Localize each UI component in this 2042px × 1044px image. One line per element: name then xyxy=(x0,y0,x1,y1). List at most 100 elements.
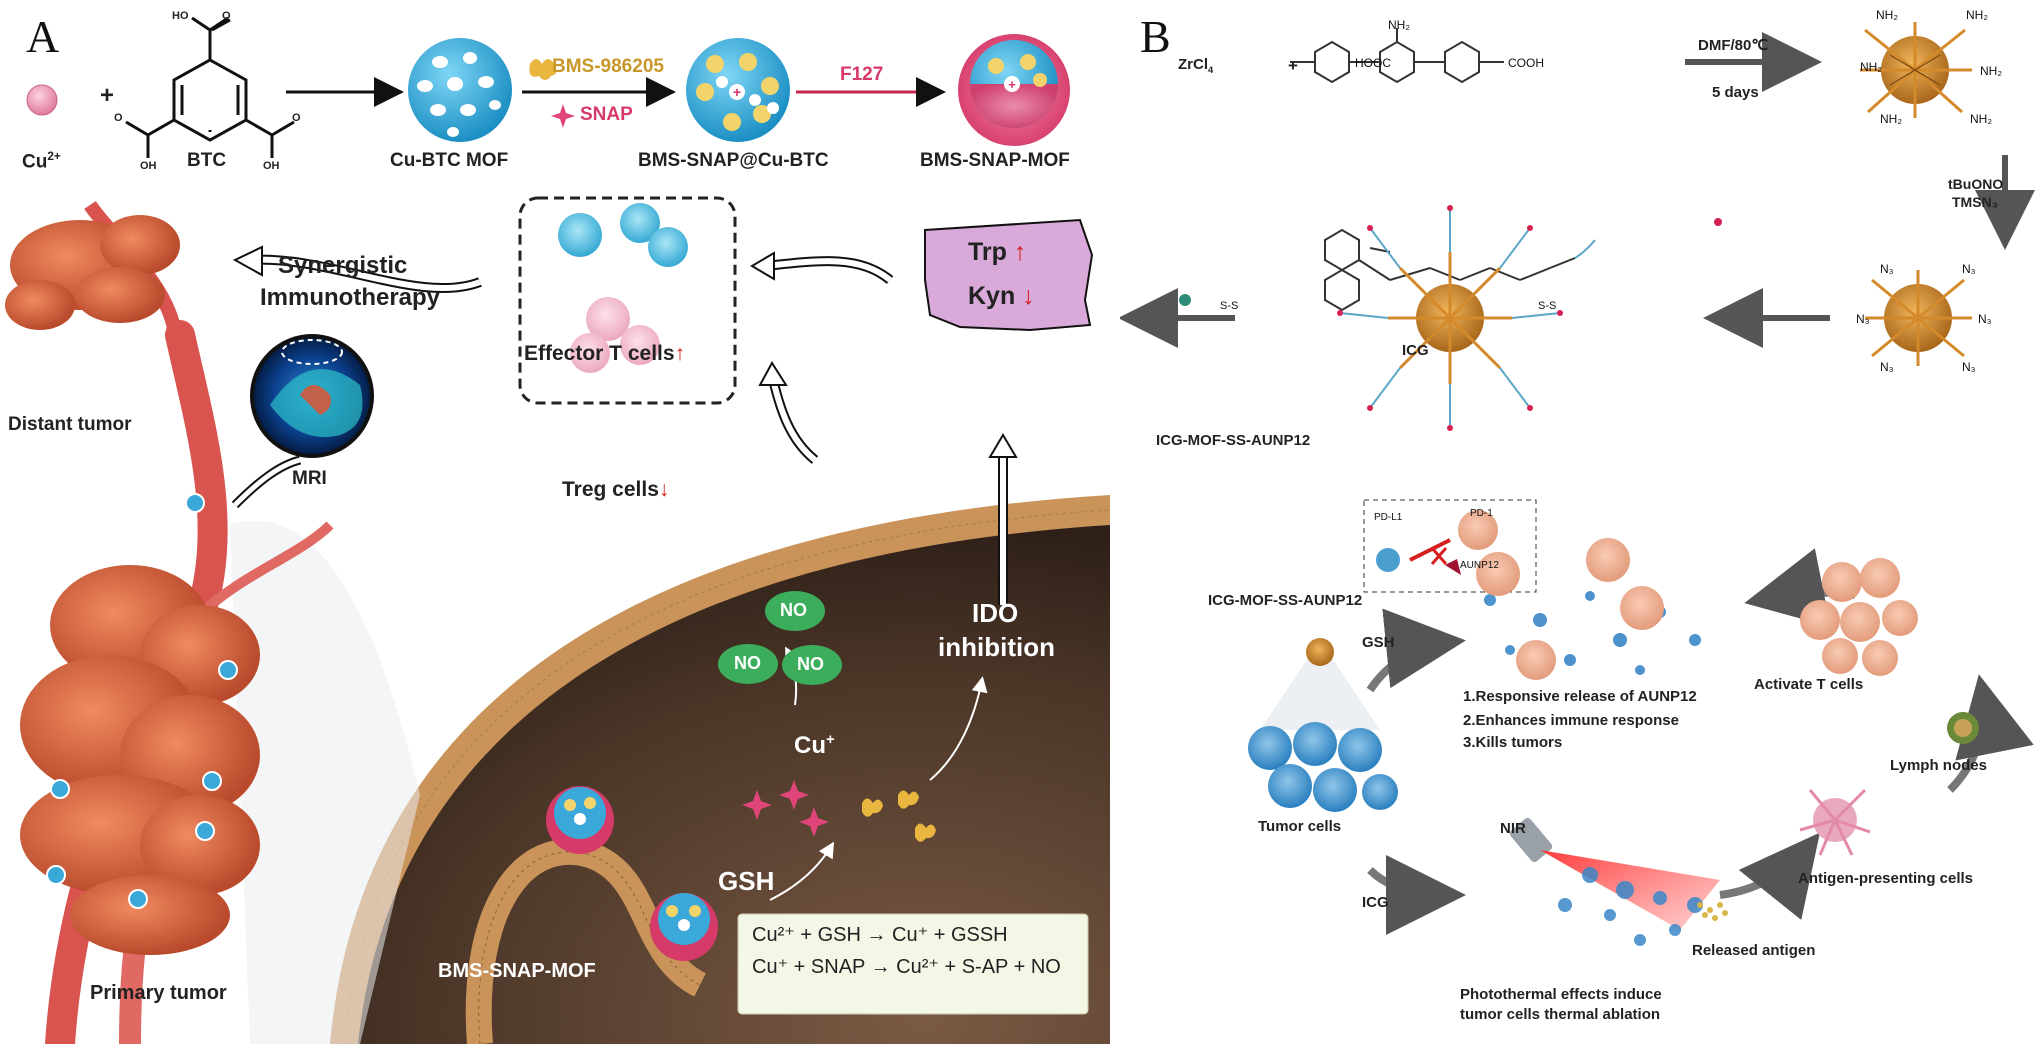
no-label-2: NO xyxy=(734,653,761,673)
icg-mof-cycle-label: ICG-MOF-SS-AUNP12 xyxy=(1208,592,1363,609)
days-label: 5 days xyxy=(1712,84,1759,101)
snap-star-icon xyxy=(551,104,575,128)
photothermal-line-2: tumor cells thermal ablation xyxy=(1460,1006,1661,1023)
snap-label: SNAP xyxy=(580,104,633,125)
trp-kyn-blob xyxy=(924,218,1094,332)
icg-label-bottom: ICG xyxy=(1362,894,1389,911)
mof-synthesis-scheme: + + xyxy=(26,16,1070,158)
btc-o-right: O xyxy=(292,112,301,124)
tumor-cells-cluster xyxy=(1248,722,1398,812)
distant-tumor-label: Distant tumor xyxy=(8,414,132,435)
nh2-label-6: NH₂ xyxy=(1970,112,1992,126)
effector-t-cells-label: Effector T cells↑ xyxy=(524,342,686,365)
cu-plus-label: Cu+ xyxy=(794,732,835,759)
tumor-cells-label: Tumor cells xyxy=(1258,818,1342,835)
bms-drug-icon xyxy=(529,59,557,80)
photothermal-line-1: Photothermal effects induce xyxy=(1460,986,1662,1003)
synergistic-label: Synergistic xyxy=(278,252,408,279)
distant-tumor xyxy=(5,215,180,330)
released-antigen-label: Released antigen xyxy=(1692,942,1816,959)
aunp12-label: AUNP12 xyxy=(1460,560,1499,571)
nh2-label-1: NH₂ xyxy=(1876,8,1898,22)
pd-l1-label: PD-L1 xyxy=(1374,512,1403,523)
btc-molecule xyxy=(125,16,295,158)
zr-mof-nh2 xyxy=(1860,22,1972,118)
linker-nh2-label: NH₂ xyxy=(1388,18,1410,32)
kyn-label: Kyn ↓ xyxy=(968,282,1035,310)
hooc-label: HOOC xyxy=(1355,56,1391,70)
svg-text:+: + xyxy=(1008,77,1016,92)
release-step-2: 2.Enhances immune response xyxy=(1463,712,1679,729)
no-clouds xyxy=(718,591,842,685)
ss-label-1: S-S xyxy=(1220,300,1239,312)
cu-ion-sphere xyxy=(26,84,58,116)
zr-mof-ss xyxy=(1337,205,1563,431)
t-cell-box xyxy=(518,196,737,405)
svg-text:+: + xyxy=(733,84,741,100)
tbuono-label: tBuONO xyxy=(1948,176,2004,192)
dmf-label: DMF/80℃ xyxy=(1698,37,1769,54)
f127-label: F127 xyxy=(840,64,884,85)
gsh-label: GSH xyxy=(718,866,775,896)
release-step-1: 1.Responsive release of AUNP12 xyxy=(1463,688,1697,705)
up-arrow-icon: ↑ xyxy=(674,342,686,365)
primary-tumor xyxy=(20,565,260,955)
no-label-3: NO xyxy=(797,654,824,674)
nir-label: NIR xyxy=(1500,820,1526,837)
icg-mof-ss-aunp12-label: ICG-MOF-SS-AUNP12 xyxy=(1156,432,1311,449)
trp-label: Trp ↑ xyxy=(968,238,1027,266)
btc-oh-right: OH xyxy=(263,160,280,172)
cu-btc-mof-label: Cu-BTC MOF xyxy=(390,150,509,171)
immunotherapy-label: Immunotherapy xyxy=(260,284,441,311)
activate-t-cells-label: Activate T cells xyxy=(1754,676,1864,693)
nh2-label-5: NH₂ xyxy=(1880,112,1902,126)
aunp12-scheme xyxy=(1120,22,2035,946)
panel-b-letter: B xyxy=(1140,11,1171,62)
gsh-label-b: GSH xyxy=(1362,634,1395,651)
n3-label-3: N₃ xyxy=(1856,312,1870,326)
btc-oh-top: HO xyxy=(172,10,189,22)
pd-1-label: PD-1 xyxy=(1470,508,1493,519)
cu-label: Cu2+ xyxy=(22,150,61,173)
primary-tumor-label: Primary tumor xyxy=(90,982,227,1004)
dbco-linker xyxy=(1324,228,1596,312)
apc-label: Antigen-presenting cells xyxy=(1798,870,1974,887)
up-arrow-icon: ↑ xyxy=(1013,238,1027,266)
no-label-1: NO xyxy=(780,600,807,620)
nh2-label-2: NH₂ xyxy=(1966,8,1988,22)
btc-o-top: O xyxy=(222,10,231,22)
ss-label-2: S-S xyxy=(1538,300,1557,312)
treg-cells-label: Treg cells↓ xyxy=(562,478,670,501)
bms-drug-label: BMS-986205 xyxy=(552,56,664,77)
n3-label-6: N₃ xyxy=(1962,360,1976,374)
nh2-label-3: NH₂ xyxy=(1860,60,1882,74)
n3-label-2: N₃ xyxy=(1962,262,1976,276)
bms-snap-cu-btc-label: BMS-SNAP@Cu-BTC xyxy=(638,150,829,171)
nh2-label-4: NH₂ xyxy=(1980,64,2002,78)
equation-1: Cu²⁺ + GSH → Cu⁺ + GSSH xyxy=(752,924,1008,946)
tmsn3-label: TMSN₃ xyxy=(1952,194,1999,210)
btc-o-left: O xyxy=(114,112,123,124)
apc-cell xyxy=(1799,788,1871,856)
zrcl4-label: ZrCl4 xyxy=(1178,56,1214,75)
btc-label: BTC xyxy=(187,150,227,171)
mechanism-illustration xyxy=(5,196,1110,1044)
activated-t-cells xyxy=(1800,558,1918,676)
btc-oh-left: OH xyxy=(140,160,157,172)
down-arrow-icon: ↓ xyxy=(658,478,670,501)
panel-a-letter: A xyxy=(26,11,60,62)
bms-snap-mof-label: BMS-SNAP-MOF xyxy=(920,150,1070,171)
inhibition-label: inhibition xyxy=(938,632,1055,662)
equation-2: Cu⁺ + SNAP → Cu²⁺ + S-AP + NO xyxy=(752,956,1061,978)
release-step-3: 3.Kills tumors xyxy=(1463,734,1563,751)
cooh-label: COOH xyxy=(1508,56,1544,70)
ido-label: IDO xyxy=(972,598,1019,628)
icg-label-top: ICG xyxy=(1402,342,1429,359)
linker-molecule xyxy=(1290,28,1504,84)
n3-label-1: N₃ xyxy=(1880,262,1894,276)
bms-snap-mof-bottom-label: BMS-SNAP-MOF xyxy=(438,960,596,982)
lymph-nodes-label: Lymph nodes xyxy=(1890,757,1987,774)
mri-label: MRI xyxy=(292,468,327,489)
plus-sign-b: + xyxy=(1288,56,1298,75)
n3-label-5: N₃ xyxy=(1880,360,1894,374)
